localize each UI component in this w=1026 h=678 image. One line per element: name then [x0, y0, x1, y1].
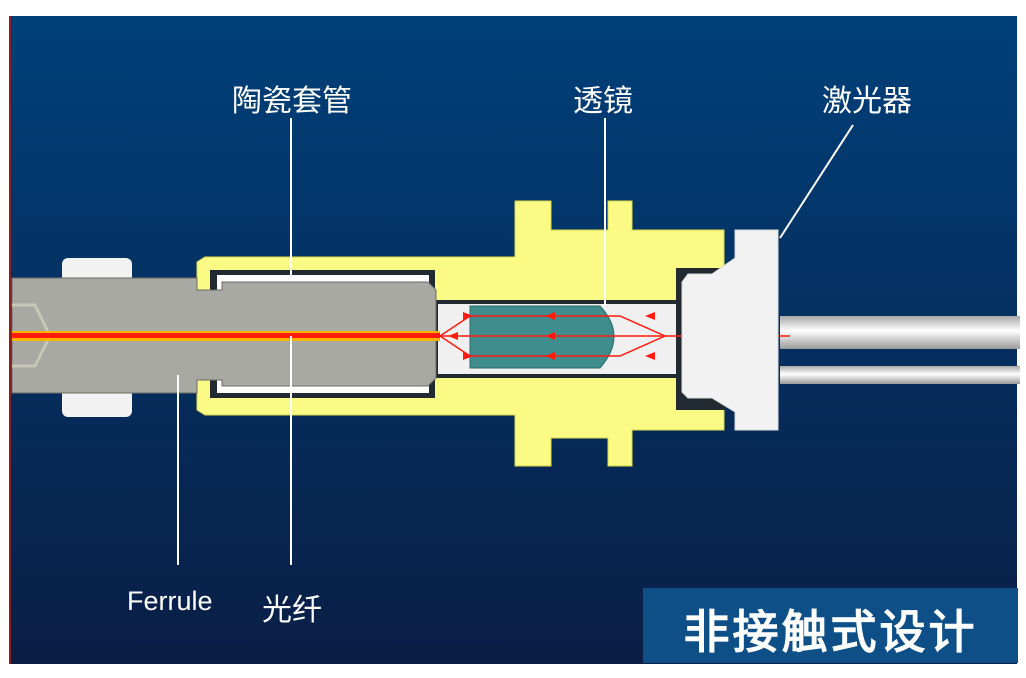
beam-arrows — [448, 312, 655, 360]
label-fiber: 光纤 — [262, 593, 322, 628]
label-ceramic-sleeve: 陶瓷套管 — [232, 84, 352, 119]
fiber-core — [12, 333, 440, 338]
output-tubes — [780, 316, 1020, 384]
laser-module — [681, 229, 779, 431]
lens-element — [469, 305, 615, 369]
label-ferrule: Ferrule — [127, 586, 213, 616]
leader-lines — [177, 118, 854, 565]
badge-text: 非接触式设计 — [683, 605, 978, 659]
non-contact-design-badge: 非接触式设计 — [643, 588, 1018, 663]
label-lens: 透镜 — [573, 84, 633, 119]
label-laser: 激光器 — [822, 84, 912, 119]
leader-laser — [779, 124, 854, 239]
